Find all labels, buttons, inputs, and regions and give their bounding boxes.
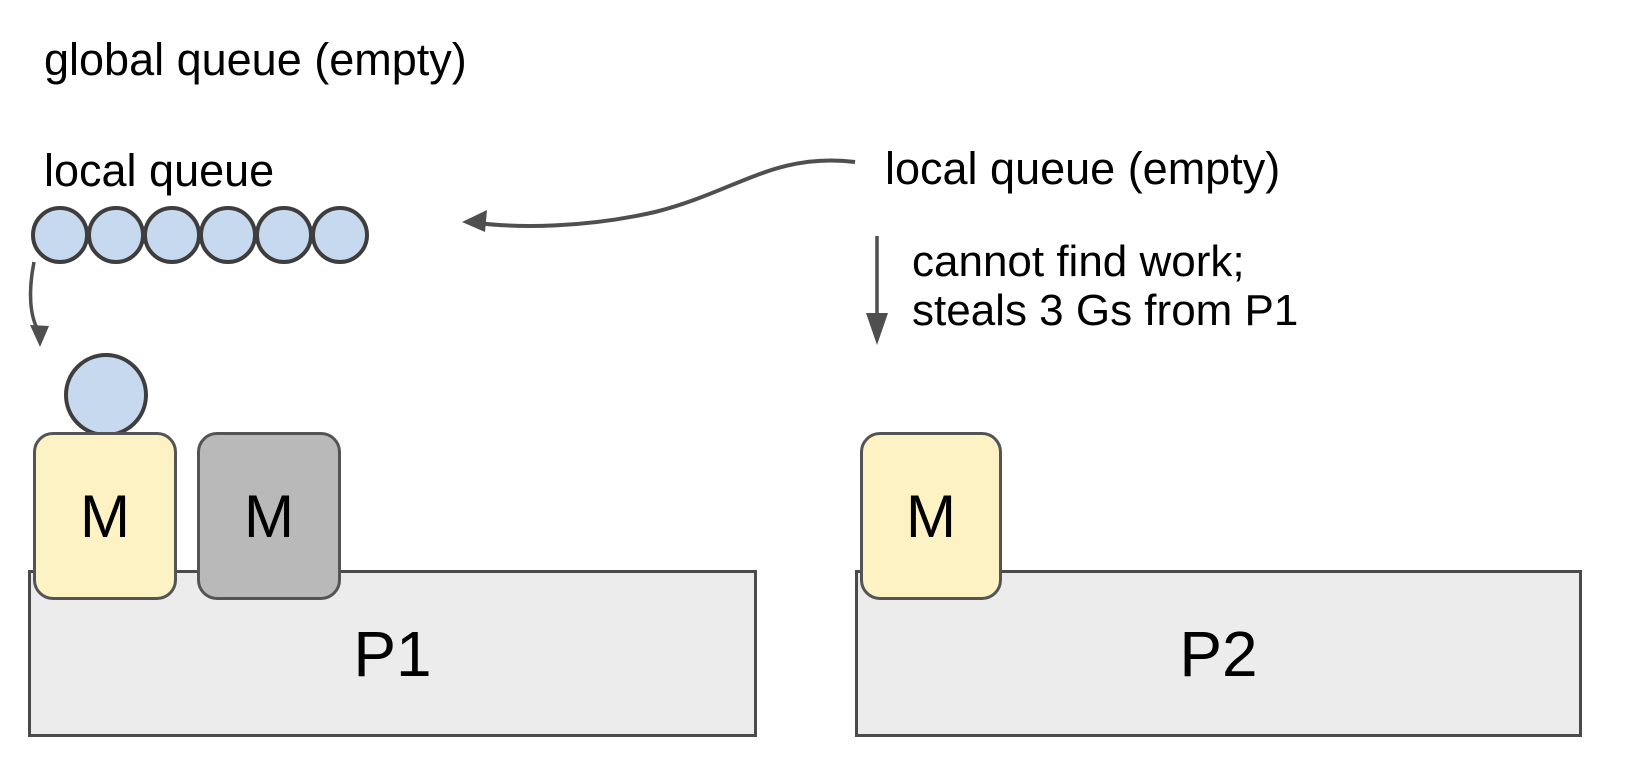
machine-box-p1-idle: M: [197, 432, 341, 600]
processor-label: P2: [1179, 617, 1258, 690]
queue-to-machine-arrow: [28, 261, 49, 347]
steal-arrow: [462, 158, 856, 232]
machine-label: M: [244, 482, 294, 550]
running-goroutine-circle: [64, 353, 148, 437]
goroutine-circle: [143, 206, 201, 264]
p2-local-queue-label: local queue (empty): [885, 143, 1281, 194]
processor-p2: P2: [855, 570, 1582, 737]
p1-local-queue-label: local queue: [44, 145, 275, 196]
goroutine-circle: [255, 206, 313, 264]
goroutine-circle: [199, 206, 257, 264]
goroutine-circle: [31, 206, 89, 264]
machine-label: M: [80, 482, 130, 550]
machine-box-p1-active: M: [33, 432, 177, 600]
steal-note-line1: cannot find work;: [912, 237, 1245, 286]
processor-label: P1: [353, 617, 432, 690]
steal-note: cannot find work; steals 3 Gs from P1: [912, 237, 1298, 336]
global-queue-label: global queue (empty): [44, 34, 467, 85]
goroutine-circle: [311, 206, 369, 264]
goroutine-circle: [87, 206, 145, 264]
steal-note-arrow: [866, 236, 888, 345]
p1-local-queue-goroutines: [31, 206, 369, 264]
machine-box-p2-active: M: [860, 432, 1002, 600]
machine-label: M: [906, 482, 956, 550]
steal-note-line2: steals 3 Gs from P1: [912, 286, 1299, 336]
